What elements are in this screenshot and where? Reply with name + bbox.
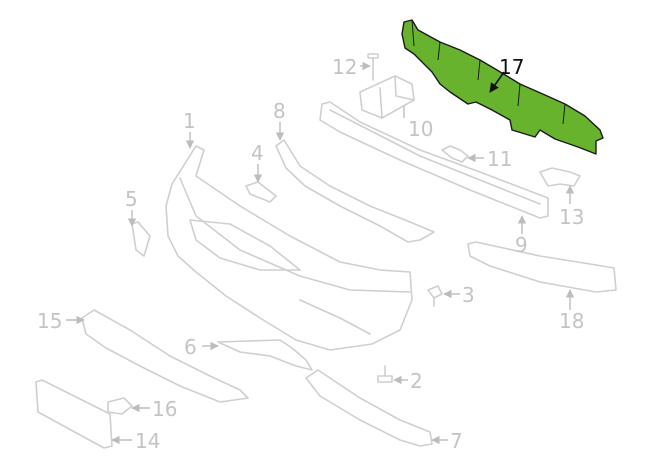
callout-13[interactable]: 13: [559, 205, 584, 229]
part-3-bolt[interactable]: [427, 285, 443, 307]
part-6-lower-trim[interactable]: [217, 339, 313, 371]
callout-18[interactable]: 18: [559, 309, 584, 333]
part-1-bumper-cover[interactable]: [165, 145, 413, 351]
part-12-bolt[interactable]: [367, 53, 379, 81]
part-4-bracket[interactable]: [245, 181, 277, 203]
part-14-license-bracket[interactable]: [35, 379, 113, 449]
callout-14[interactable]: 14: [135, 429, 160, 453]
leader-17: [489, 71, 505, 93]
callout-5[interactable]: 5: [125, 187, 138, 211]
part-16-clip[interactable]: [107, 397, 133, 415]
callout-9[interactable]: 9: [515, 233, 528, 257]
callout-3[interactable]: 3: [462, 283, 475, 307]
callout-2[interactable]: 2: [410, 369, 423, 393]
callout-4[interactable]: 4: [251, 141, 264, 165]
part-5-side-bracket[interactable]: [131, 221, 151, 257]
callout-15[interactable]: 15: [37, 309, 62, 333]
callout-10[interactable]: 10: [408, 117, 433, 141]
callout-6[interactable]: 6: [184, 335, 197, 359]
part-17-absorber[interactable]: [401, 19, 604, 155]
callout-16[interactable]: 16: [152, 397, 177, 421]
part-13-bracket[interactable]: [539, 167, 581, 187]
callout-11[interactable]: 11: [487, 147, 512, 171]
part-8-upper-bracket[interactable]: [275, 139, 435, 243]
part-2-fastener[interactable]: [377, 365, 393, 383]
part-15-shield[interactable]: [81, 309, 249, 403]
callout-7[interactable]: 7: [450, 429, 463, 453]
part-9-reinforcement[interactable]: [319, 101, 549, 219]
callout-8[interactable]: 8: [273, 99, 286, 123]
callout-17[interactable]: 17: [499, 55, 524, 79]
callout-1[interactable]: 1: [183, 109, 196, 133]
part-10-bracket[interactable]: [359, 75, 415, 119]
part-18-lower-beam[interactable]: [467, 241, 617, 293]
callout-12[interactable]: 12: [332, 55, 357, 79]
